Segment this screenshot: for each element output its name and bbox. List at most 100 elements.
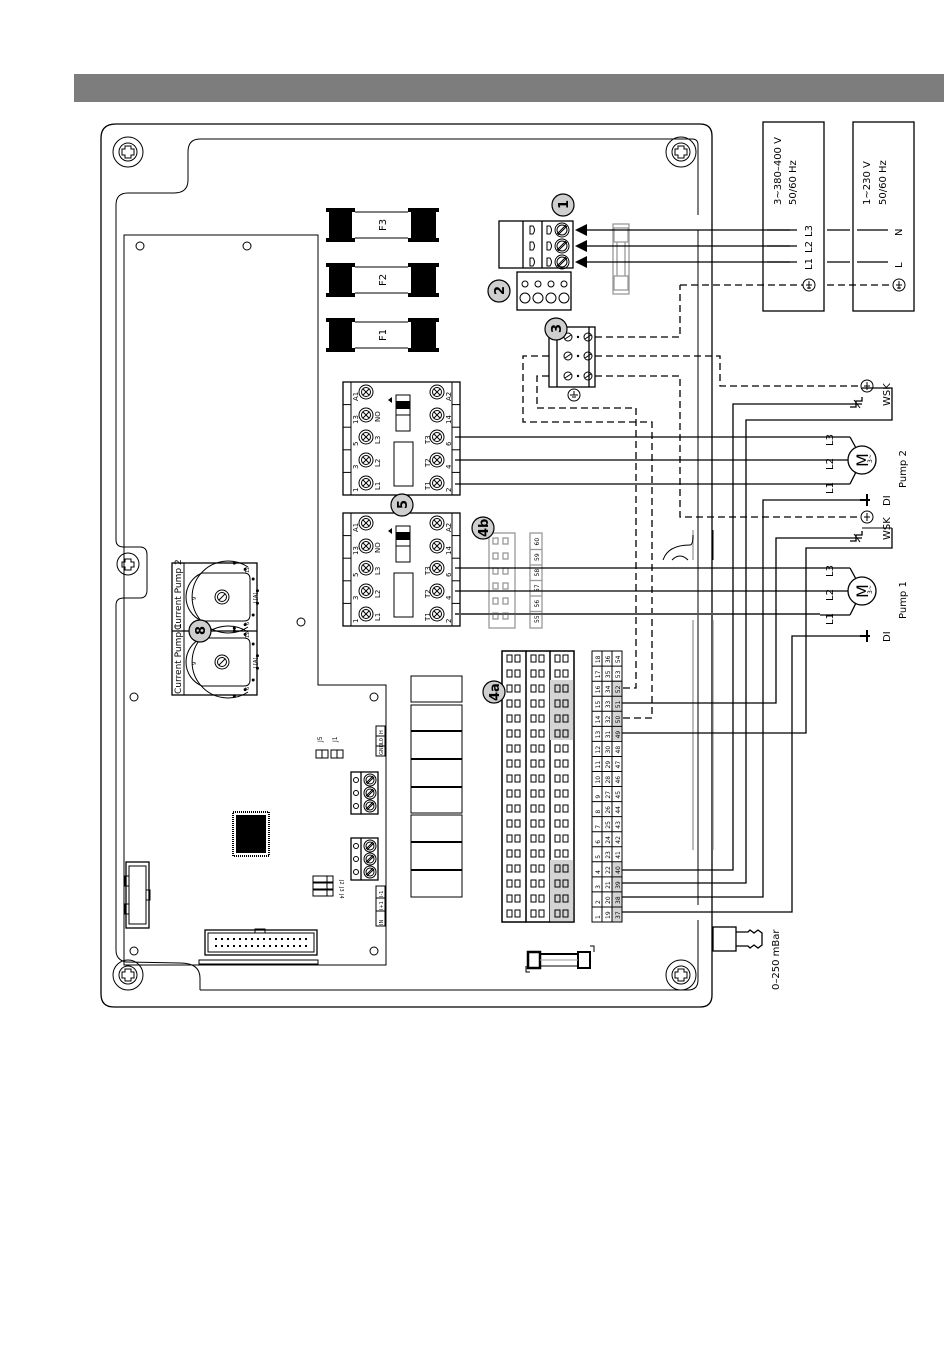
scale-dot: [232, 694, 236, 698]
aux-switch: [395, 525, 411, 563]
terminal-number: 39: [615, 881, 622, 889]
terminal-label: L2: [374, 459, 382, 467]
terminal-number: 53: [615, 670, 622, 678]
scale-dot: [255, 654, 259, 658]
pot-scale: [191, 560, 249, 634]
badge-3: 3: [544, 317, 568, 341]
terminal-number: 54: [615, 655, 622, 663]
wsk-label: WSK: [882, 517, 893, 540]
scale-label: 9: [192, 597, 198, 600]
terminal-slot: [538, 834, 545, 843]
terminal-slot: [506, 849, 513, 858]
terminal-number: 33: [605, 700, 612, 708]
scale-label: 12: [245, 567, 251, 573]
terminal-number: 9: [595, 795, 602, 799]
terminal-number: 8: [595, 810, 602, 814]
motor-type: 3~: [867, 454, 874, 463]
ribbon-pin: [281, 938, 283, 940]
terminal-slot: [554, 714, 561, 723]
screw-icon: [358, 538, 374, 554]
screw-icon: [554, 254, 570, 270]
terminal-number: 38: [615, 896, 622, 904]
terminal-label: L1: [374, 482, 382, 490]
terminal-number: 12: [595, 746, 602, 754]
screw-icon: [429, 560, 445, 576]
terminal-slot: [554, 849, 561, 858]
terminal-slot: [562, 864, 569, 873]
terminal-number: 13: [595, 731, 602, 739]
terminal-slot: [506, 864, 513, 873]
terminal-hole: [529, 257, 535, 267]
terminal-slot: [538, 864, 545, 873]
terminal-slot: [562, 669, 569, 678]
screw-icon: [583, 371, 593, 381]
terminal-slot: [506, 909, 513, 918]
terminal-slot: [554, 834, 561, 843]
screw-icon: [358, 475, 374, 491]
terminal-number: 4: [595, 870, 602, 874]
screw-icon: [358, 429, 374, 445]
badge-4b: 4b: [471, 516, 495, 540]
terminal-hole: [546, 225, 552, 235]
terminal-label: L3: [374, 436, 382, 444]
earth-icon: [802, 278, 816, 292]
wiring: [455, 285, 893, 913]
screw-icon: [358, 560, 374, 576]
terminal-hole: [353, 803, 359, 809]
ribbon-pin: [227, 938, 229, 940]
ribbon-pin: [287, 945, 289, 947]
terminal-number: 2: [595, 900, 602, 904]
ribbon-pin: [281, 945, 283, 947]
terminal-slot: [506, 654, 513, 663]
ribbon-pin: [305, 945, 307, 947]
terminal-slot: [562, 684, 569, 693]
terminal-slot: [538, 759, 545, 768]
terminal-number: 23: [605, 851, 612, 859]
terminal-slot: [562, 759, 569, 768]
terminal-number: 58: [534, 569, 541, 577]
terminal-number: 14: [445, 415, 453, 424]
terminal-slot: [506, 744, 513, 753]
terminal-slot: [506, 879, 513, 888]
terminal-slot: [538, 774, 545, 783]
terminal-slot: [538, 714, 545, 723]
connector-label: H: [379, 730, 385, 734]
scale-dot: [243, 632, 247, 636]
terminal-slot: [530, 774, 537, 783]
terminal-number: 1: [352, 619, 360, 623]
screw-icon: [363, 852, 377, 866]
terminal-slot: [530, 789, 537, 798]
terminal-slot: [506, 894, 513, 903]
terminal-number: A1: [352, 523, 360, 532]
terminal-number: 4: [445, 595, 453, 600]
terminal-slot: [530, 804, 537, 813]
terminal-number: 13: [352, 546, 360, 555]
scale-dot: [251, 613, 255, 617]
coil-window: [393, 572, 414, 618]
terminal-slot: [492, 537, 499, 545]
terminal-hole: [353, 843, 359, 849]
terminal-number: 43: [615, 821, 622, 829]
terminal-number: 1: [595, 915, 602, 919]
terminal-number: 40: [615, 866, 622, 874]
terminal-slot: [538, 879, 545, 888]
terminal-slot: [530, 819, 537, 828]
badge-label: 3: [550, 324, 565, 333]
terminal-hole: [529, 241, 535, 251]
terminal-hole: [353, 790, 359, 796]
ribbon-pin: [233, 945, 235, 947]
badge-5: 5: [390, 493, 414, 517]
jumper-label: J3: [338, 886, 344, 892]
terminal-slot: [554, 684, 561, 693]
screw-icon: [554, 238, 570, 254]
ribbon-pin: [269, 945, 271, 947]
terminal-slot: [554, 744, 561, 753]
terminal-slot: [502, 537, 509, 545]
screw-icon: [583, 332, 593, 342]
screw-icon: [429, 583, 445, 599]
terminal-label: L1: [374, 613, 382, 621]
